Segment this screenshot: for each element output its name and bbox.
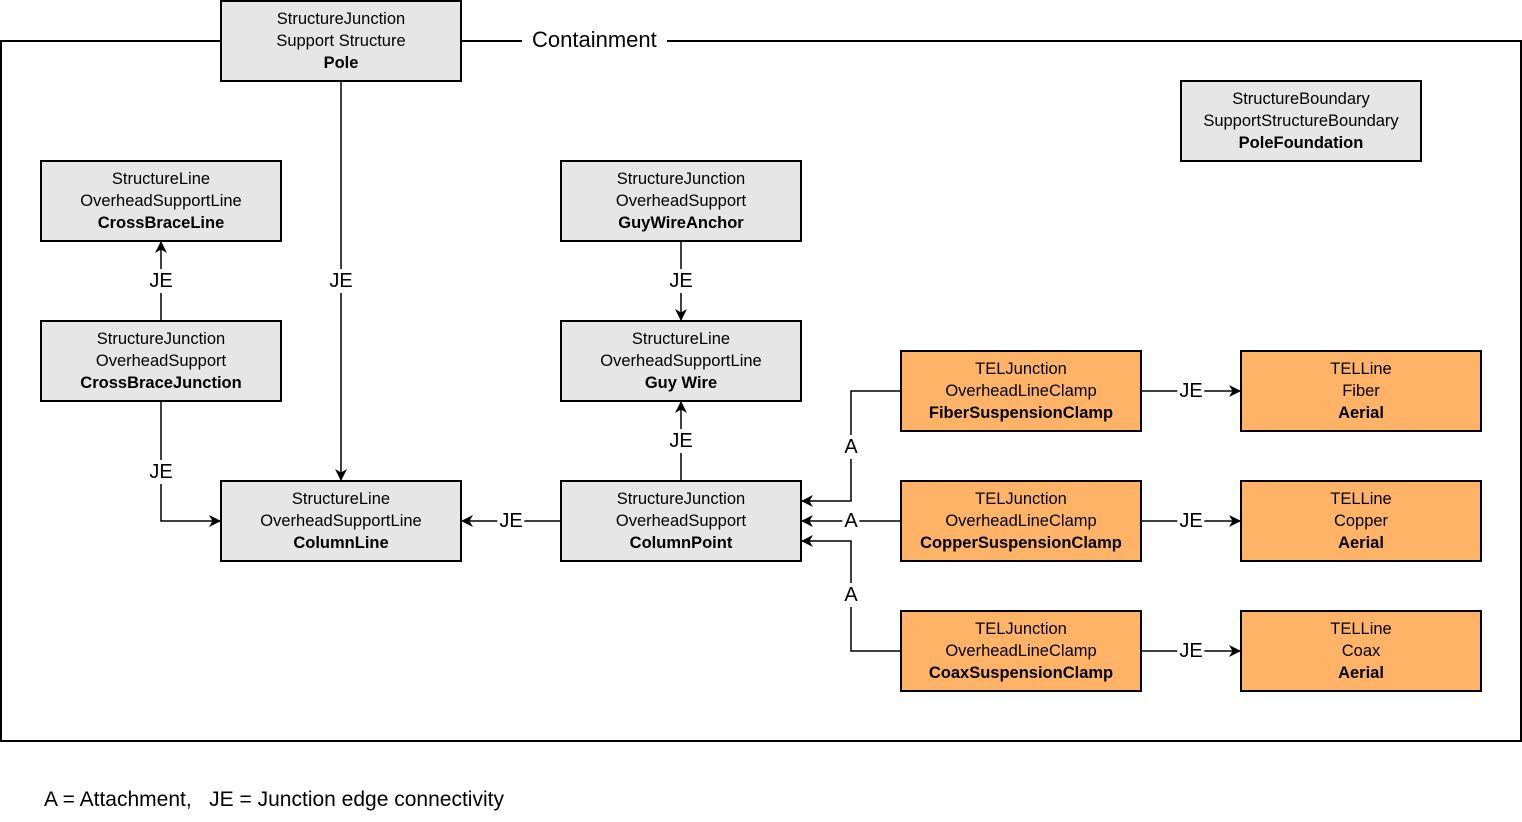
node-line-2: OverheadLineClamp	[945, 512, 1097, 530]
node-line-1: StructureLine	[111, 170, 211, 188]
node-line-1: StructureJunction	[96, 330, 226, 348]
node-line-3: Aerial	[1338, 664, 1384, 682]
node-pole-foundation: StructureBoundary SupportStructureBounda…	[1180, 80, 1422, 162]
node-line-2: OverheadLineClamp	[945, 382, 1097, 400]
node-line-2: SupportStructureBoundary	[1203, 112, 1399, 130]
node-line-2: Support Structure	[276, 32, 406, 50]
node-line-3: CopperSuspensionClamp	[920, 534, 1122, 552]
node-line-2: OverheadSupportLine	[80, 192, 242, 210]
node-line-3: CoaxSuspensionClamp	[928, 664, 1114, 682]
node-line-3: Guy Wire	[644, 374, 718, 392]
edge-label-a: A	[842, 509, 860, 533]
edge-label-je: JE	[1177, 379, 1205, 403]
node-line-2: OverheadSupport	[615, 512, 747, 530]
node-column-line: StructureLine OverheadSupportLine Column…	[220, 480, 462, 562]
node-line-1: StructureLine	[291, 490, 391, 508]
node-guy-wire-anchor: StructureJunction OverheadSupport GuyWir…	[560, 160, 802, 242]
node-line-1: StructureBoundary	[1232, 90, 1370, 108]
node-line-2: OverheadLineClamp	[945, 642, 1097, 660]
node-line-2: OverheadSupport	[615, 192, 747, 210]
node-cross-brace-junction: StructureJunction OverheadSupport CrossB…	[40, 320, 282, 402]
node-coax-aerial-line: TELLine Coax Aerial	[1240, 610, 1482, 692]
legend: A = Attachment, JE = Junction edge conne…	[44, 788, 504, 811]
node-line-3: ColumnLine	[293, 534, 389, 552]
node-pole: StructureJunction Support Structure Pole	[220, 0, 462, 82]
node-line-2: Fiber	[1342, 382, 1380, 400]
edge-label-a: A	[842, 583, 860, 607]
edge-label-a: A	[842, 435, 860, 459]
node-line-3: ColumnPoint	[629, 534, 733, 552]
node-guy-wire: StructureLine OverheadSupportLine Guy Wi…	[560, 320, 802, 402]
node-line-2: Coax	[1341, 642, 1381, 660]
edge-label-je: JE	[147, 269, 175, 293]
edge-label-je: JE	[327, 269, 355, 293]
node-line-3: CrossBraceJunction	[80, 374, 242, 392]
node-line-1: StructureJunction	[276, 10, 406, 28]
node-line-1: TELJunction	[975, 360, 1067, 378]
node-column-point: StructureJunction OverheadSupport Column…	[560, 480, 802, 562]
node-line-3: GuyWireAnchor	[618, 214, 744, 232]
node-coax-suspension-clamp: TELJunction OverheadLineClamp CoaxSuspen…	[900, 610, 1142, 692]
node-line-3: FiberSuspensionClamp	[928, 404, 1114, 422]
node-fiber-aerial-line: TELLine Fiber Aerial	[1240, 350, 1482, 432]
edge-label-je: JE	[667, 269, 695, 293]
node-line-3: CrossBraceLine	[97, 214, 225, 232]
node-line-3: PoleFoundation	[1238, 134, 1364, 152]
edge-label-je: JE	[1177, 509, 1205, 533]
edge-label-je: JE	[147, 460, 175, 484]
node-line-1: StructureLine	[631, 330, 731, 348]
node-cross-brace-line: StructureLine OverheadSupportLine CrossB…	[40, 160, 282, 242]
node-line-1: StructureJunction	[616, 490, 746, 508]
node-line-1: StructureJunction	[616, 170, 746, 188]
edge-label-je: JE	[497, 509, 525, 533]
node-fiber-suspension-clamp: TELJunction OverheadLineClamp FiberSuspe…	[900, 350, 1142, 432]
node-copper-suspension-clamp: TELJunction OverheadLineClamp CopperSusp…	[900, 480, 1142, 562]
edge-label-je: JE	[1177, 639, 1205, 663]
node-line-2: OverheadSupportLine	[260, 512, 422, 530]
node-line-2: Copper	[1333, 512, 1389, 530]
node-line-3: Aerial	[1338, 404, 1384, 422]
node-line-1: TELJunction	[975, 620, 1067, 638]
node-copper-aerial-line: TELLine Copper Aerial	[1240, 480, 1482, 562]
containment-label: Containment	[522, 26, 667, 54]
node-line-1: TELLine	[1330, 360, 1392, 378]
node-line-3: Pole	[323, 54, 359, 72]
node-line-1: TELJunction	[975, 490, 1067, 508]
node-line-2: OverheadSupportLine	[600, 352, 762, 370]
node-line-1: TELLine	[1330, 490, 1392, 508]
node-line-3: Aerial	[1338, 534, 1384, 552]
containment-frame	[0, 40, 1522, 742]
edge-label-je: JE	[667, 429, 695, 453]
node-line-2: OverheadSupport	[95, 352, 227, 370]
node-line-1: TELLine	[1330, 620, 1392, 638]
edge-crossbracejunction-columnline	[160, 401, 221, 527]
